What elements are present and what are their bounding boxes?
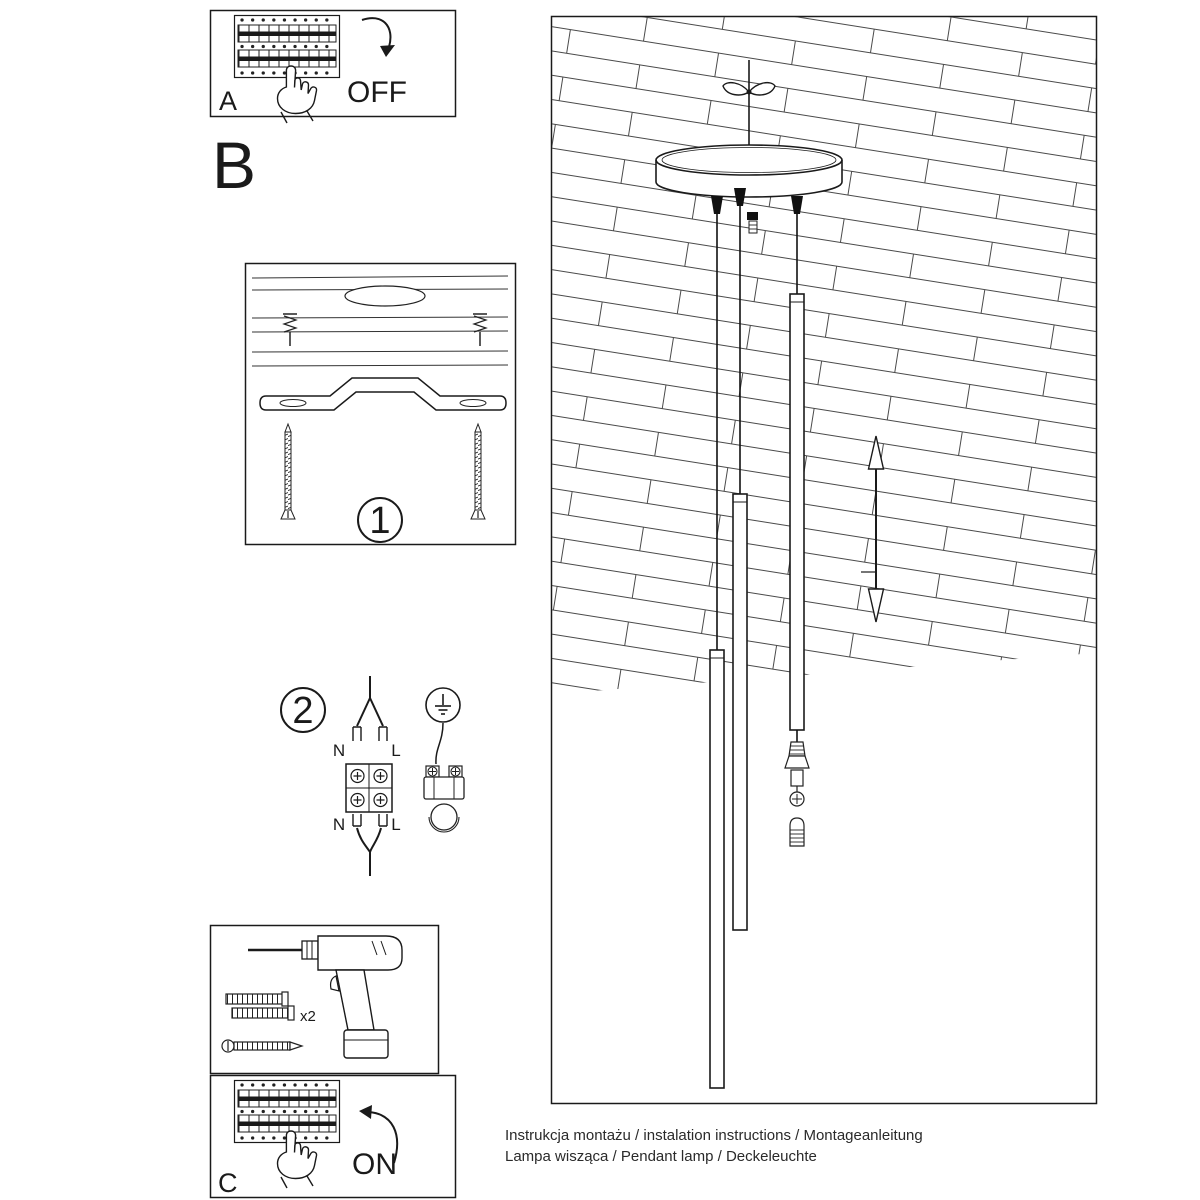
panel-c-label: C: [218, 1168, 238, 1198]
neutral-label-bottom: N: [333, 815, 345, 834]
cable-clamp-icon: [423, 722, 465, 833]
step-1-panel: 1: [244, 262, 517, 546]
suspension-cords: [716, 206, 798, 650]
step-1-number: 1: [369, 500, 390, 542]
footer-line-1: Instrukcja montażu / instalation instruc…: [505, 1127, 923, 1144]
screw-icon: [221, 1039, 304, 1053]
step-1-number-circle: [357, 497, 403, 543]
step-2-wiring: 2 N L N L: [280, 676, 465, 876]
ceiling-hook: [722, 60, 776, 150]
mounting-bracket: [259, 377, 507, 411]
pendant-tube-middle: [732, 493, 748, 931]
height-adjust-arrow: [861, 435, 885, 623]
bracket-slot-left: [279, 399, 307, 407]
ceiling-boards: [251, 275, 509, 367]
panel-a: OFF A: [209, 9, 457, 124]
tools-panel: x2: [209, 924, 440, 1075]
step-2-number: 2: [292, 690, 313, 732]
ground-symbol-icon: [425, 687, 461, 723]
canopy: [655, 144, 843, 198]
line-label-top: L: [391, 741, 400, 760]
wall-plug-icon: [225, 991, 295, 1021]
cord-grips: [711, 188, 803, 234]
gland-parts: [784, 730, 810, 847]
off-label: OFF: [347, 76, 407, 109]
pendant-tube-left: [709, 649, 725, 1089]
on-label: ON: [352, 1148, 397, 1181]
step-2-number-circle: [280, 687, 326, 733]
neutral-label-top: N: [333, 741, 345, 760]
line-label-bottom: L: [391, 815, 400, 834]
panel-a-label: A: [219, 86, 237, 116]
pendant-tube-right: [789, 293, 805, 731]
wire-split: [352, 676, 388, 741]
panel-c: ON C: [209, 1074, 457, 1199]
flip-down-arrow-icon: [361, 17, 395, 57]
bracket-slot-right: [459, 399, 487, 407]
section-b-label: B: [212, 128, 256, 202]
terminal-block: [345, 763, 393, 813]
main-diagram: [550, 15, 1098, 1105]
drill-icon: [248, 935, 403, 1059]
ceiling-pattern: [552, 17, 1096, 694]
wire-merge: [352, 814, 388, 876]
flip-up-arrow-icon: [359, 1105, 399, 1164]
footer-line-2: Lampa wisząca / Pendant lamp / Deckeleuc…: [505, 1148, 817, 1165]
ceiling-hole: [344, 285, 426, 307]
dowel-count-label: x2: [300, 1008, 316, 1025]
